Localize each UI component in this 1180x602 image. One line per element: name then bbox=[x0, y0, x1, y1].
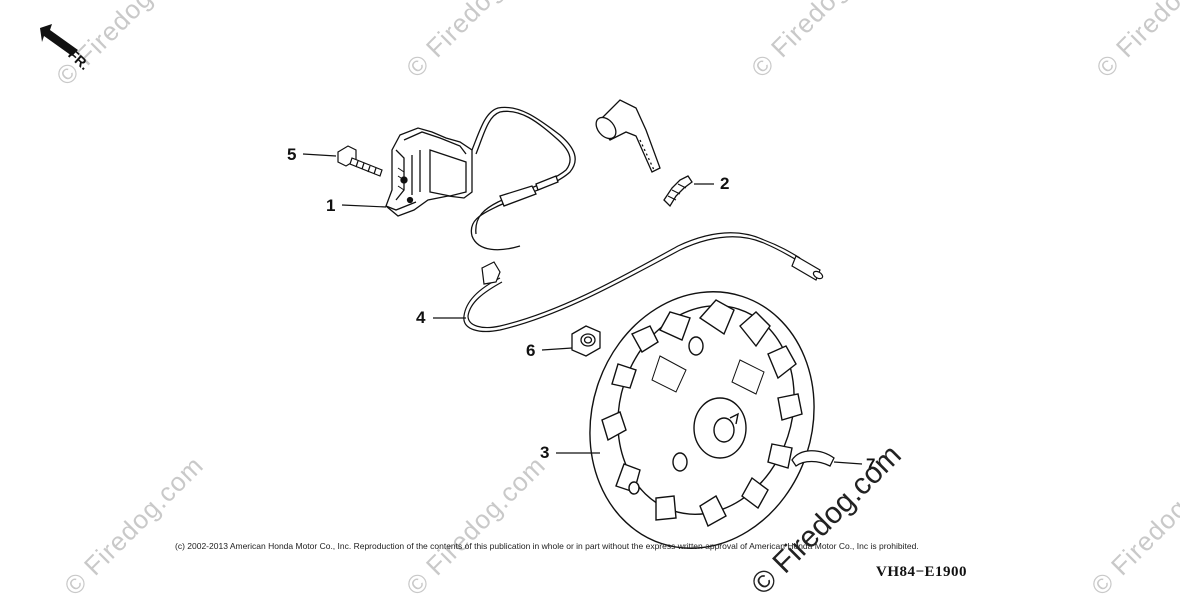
high-tension-lead bbox=[470, 106, 576, 251]
leader-lines bbox=[302, 153, 863, 465]
copyright-notice: (c) 2002-2013 American Honda Motor Co., … bbox=[175, 541, 919, 551]
woodruff-key-part bbox=[791, 450, 835, 467]
front-direction-arrow-icon bbox=[40, 24, 78, 56]
spring-part bbox=[663, 175, 693, 208]
callout-4: 4 bbox=[416, 308, 426, 327]
callout-7: 7 bbox=[866, 455, 876, 474]
flange-nut-part bbox=[571, 325, 601, 357]
diagram-code: VH84−E1900 bbox=[876, 564, 968, 580]
callout-3: 3 bbox=[540, 443, 550, 462]
flywheel-part bbox=[589, 291, 815, 549]
ignition-coil-part bbox=[385, 127, 473, 217]
spark-plug-cap-part bbox=[595, 99, 661, 173]
callout-5: 5 bbox=[287, 145, 297, 164]
bolt-part bbox=[337, 145, 383, 177]
callout-1: 1 bbox=[326, 196, 336, 215]
callout-2: 2 bbox=[720, 174, 730, 193]
ground-wire-part bbox=[463, 232, 824, 333]
callout-6: 6 bbox=[526, 341, 536, 360]
